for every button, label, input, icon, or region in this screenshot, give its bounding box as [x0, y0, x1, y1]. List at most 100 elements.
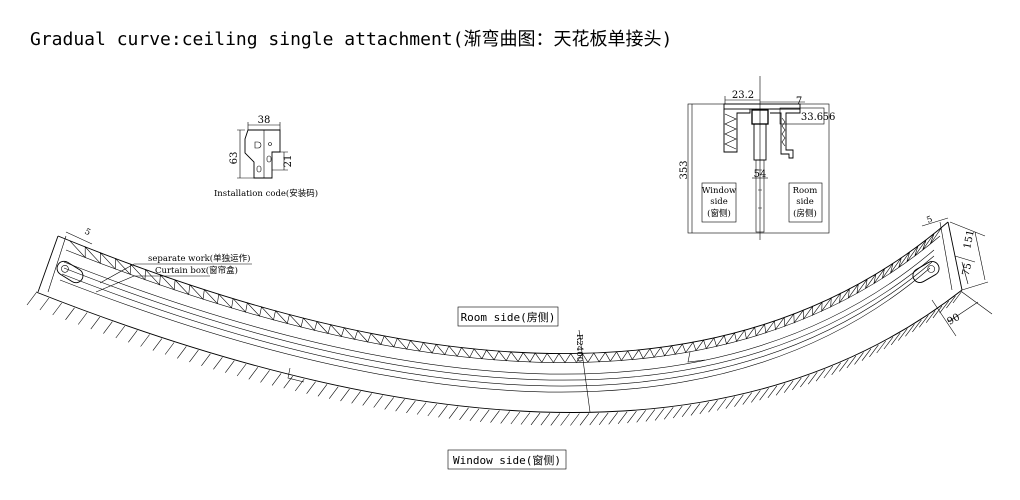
- ceiling-hatch-line: [627, 410, 637, 424]
- ceiling-hatch-line: [831, 362, 841, 375]
- window-side-line3: (窗侧): [707, 208, 731, 219]
- bracket-hole: [266, 155, 272, 163]
- room-side-box: [788, 182, 823, 223]
- window-side-tag-box: [447, 449, 567, 470]
- radius-label: R2400: [574, 334, 584, 362]
- room-side-line2: side: [796, 197, 814, 207]
- ceiling-hatch-line: [690, 403, 701, 416]
- track-line: [61, 261, 933, 387]
- installation-code-detail: 38 63 21 Installation code(安装码): [214, 115, 318, 199]
- left-end-screw: [61, 265, 69, 273]
- ceiling-hatch-line: [839, 359, 849, 372]
- ceiling-hatch-line: [807, 372, 818, 385]
- ceiling-hatch-line: [775, 383, 786, 396]
- cross-section-detail: 23.2 7 33.6 56 353 54 Window side (窗侧) R…: [679, 76, 835, 240]
- ceiling-hatch-line: [636, 410, 646, 423]
- ceiling-hatch-line: [340, 388, 350, 402]
- window-side-box: [701, 182, 737, 223]
- ceiling-hatch-line: [490, 410, 500, 423]
- dim-stem: 54: [754, 169, 767, 180]
- room-side-line3: (房侧): [793, 208, 817, 219]
- ceiling-hatch-line: [236, 363, 247, 377]
- ceiling-hatch-line: [128, 330, 138, 343]
- ceiling-hatch-line: [617, 411, 628, 424]
- ceiling-hatch-line: [317, 384, 328, 397]
- ceiling-hatch-line: [783, 380, 794, 393]
- ceiling-hatch-line: [751, 390, 761, 403]
- left-end-edge: [37, 235, 59, 293]
- left-end-edge: [47, 235, 67, 293]
- ceiling-hatch-line: [876, 340, 886, 354]
- window-side-line2: side: [710, 197, 728, 207]
- radius-dim-line: [578, 329, 591, 413]
- ceiling-hatch-line: [823, 365, 834, 379]
- right-end-edge: [939, 221, 953, 291]
- right-end-dim: 5: [925, 214, 934, 225]
- ceiling-hatch-line: [905, 324, 915, 337]
- dim-line-90: [931, 291, 993, 337]
- track-line: [63, 249, 935, 375]
- ceiling-hatch-line: [77, 312, 88, 325]
- window-side-tag: Window side(窗侧): [453, 453, 561, 467]
- dim-line-151: [949, 221, 989, 291]
- ceiling-hatch-line: [598, 412, 609, 425]
- left-end-dim-line: [65, 231, 93, 245]
- bracket-hole: [268, 142, 272, 146]
- ceiling-hatch-line: [448, 406, 459, 419]
- ceiling-hatch-line: [734, 394, 744, 407]
- ceiling-hatch-line: [213, 357, 223, 370]
- ceiling-hatch-line: [459, 407, 469, 420]
- room-side-tag: Room side(房侧): [461, 311, 556, 324]
- ceiling-hatch-line: [939, 300, 949, 314]
- left-end-dim: 5: [83, 227, 92, 238]
- ceiling-hatch-line: [925, 310, 936, 323]
- ceiling-hatch-line: [742, 392, 753, 405]
- room-side-line1: Room: [793, 186, 818, 196]
- ceiling-hatch-line: [52, 302, 62, 316]
- dim-arm-box: [779, 107, 825, 125]
- curtain-box-label: Curtain box(窗帘盒): [155, 265, 238, 276]
- ceiling-hatch-line: [294, 378, 305, 392]
- curtain-box-zigzag: [69, 226, 943, 364]
- ceiling-hatch-line: [384, 397, 394, 410]
- ceiling-hatch-line: [115, 325, 126, 339]
- ceiling-hatch-line: [306, 381, 316, 394]
- ceiling-hatch-line: [792, 377, 802, 391]
- ceiling-hatch-line: [103, 321, 113, 334]
- ceiling-hatch-line: [39, 297, 50, 311]
- box-wall-left-hatch: [724, 113, 737, 150]
- ceiling-hatch-line: [260, 370, 270, 383]
- ceiling-hatch-line: [912, 319, 922, 333]
- ceiling-hatch-line: [328, 386, 339, 399]
- ceiling-hatch-line: [767, 385, 778, 398]
- ceiling-hatch-line: [861, 348, 872, 361]
- dim-gap: 7: [796, 96, 802, 107]
- ceiling-hatch-line: [890, 332, 901, 346]
- dim-height: 63: [229, 152, 240, 165]
- ceiling-hatch-line: [759, 388, 769, 401]
- ceiling-plate: [723, 103, 801, 110]
- ceiling-hatch-line: [90, 316, 101, 330]
- ceiling-hatch-line: [271, 373, 282, 386]
- ceiling-hatch-line: [699, 401, 710, 415]
- dim-offset: 21: [283, 155, 294, 168]
- dim-line-height: [237, 129, 254, 179]
- ceiling-hatch-line: [152, 338, 163, 351]
- curved-track-plan: 5 5 151 75 90 separate work(单独运作) Curtai…: [26, 214, 993, 470]
- ceiling-hatch-line: [919, 315, 929, 328]
- dim-line-top: [724, 96, 760, 104]
- drawing-title: Gradual curve:ceiling single attachment(…: [30, 29, 672, 50]
- ceiling-hatching: [26, 290, 963, 426]
- ceiling-hatch-line: [520, 412, 531, 425]
- room-side-tag-box: [457, 306, 559, 327]
- ceiling-hatch-line: [932, 305, 943, 319]
- ceiling-hatch-line: [427, 403, 438, 417]
- ceiling-hatch-line: [708, 400, 718, 413]
- left-end-slot: [56, 260, 84, 284]
- dim-75: 75: [961, 262, 974, 277]
- ceiling-hatch-line: [189, 349, 199, 363]
- bracket-hole: [256, 165, 262, 173]
- ceiling-hatch-line: [550, 413, 561, 426]
- ceiling-hatch-line: [500, 411, 510, 424]
- ceiling-hatch-line: [725, 396, 736, 409]
